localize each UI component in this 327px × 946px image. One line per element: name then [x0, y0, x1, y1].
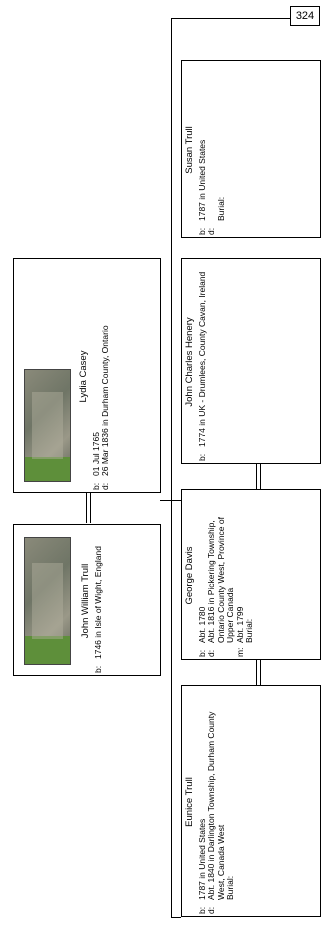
person-box-john-william-trull: John William Trull b:1746 in Isle of Wig… — [13, 524, 161, 676]
person-name: John Charles Henery — [185, 263, 196, 461]
page-reference-number: 324 — [296, 10, 314, 22]
person-name: John William Trull — [81, 529, 92, 673]
spouse-connector-line — [260, 660, 261, 685]
couple-connector-line — [90, 493, 91, 523]
event-label: b: — [198, 447, 208, 461]
spouse-connector-line — [256, 464, 257, 489]
person-box-susan-trull: Susan Trull b:1787 in United States d: B… — [181, 60, 321, 238]
person-box-john-charles-henery: John Charles Henery b:1774 in UK - Druml… — [181, 258, 321, 464]
gravestone-photo — [24, 369, 71, 482]
event-value: Burial: — [217, 65, 227, 221]
event-label: d: — [207, 900, 226, 914]
event-label: d: — [207, 221, 217, 235]
couple-connector-line — [86, 493, 87, 523]
event-label: b: — [94, 659, 104, 673]
event-value: 1787 in United States — [198, 65, 208, 221]
gravestone-photo — [24, 537, 71, 665]
event-value: Burial: — [226, 690, 236, 900]
event-value: 26 Mar 1836 in Durham County, Ontario — [101, 263, 111, 476]
person-box-george-davis: George Davis b:Abt. 1780 d:Abt. 1816 in … — [181, 489, 321, 660]
event-label — [226, 900, 236, 914]
event-value: 1774 in UK - Drumlees, County Cavan, Ire… — [198, 263, 208, 447]
person-name: George Davis — [185, 494, 196, 657]
page-reference-box: 324 — [290, 6, 320, 26]
child-branch-line — [171, 917, 181, 918]
event-label — [245, 643, 255, 657]
event-value: Abt. 1816 in Pickering Township, Ontario… — [207, 494, 236, 643]
event-label — [217, 221, 227, 235]
person-name: Susan Trull — [185, 65, 196, 235]
event-value: Burial: — [245, 494, 255, 643]
event-label: d: — [101, 476, 111, 490]
person-name: Eunice Trull — [185, 690, 196, 914]
spouse-connector-line — [256, 660, 257, 685]
event-value: Abt. 1840 in Darlington Township, Durham… — [207, 690, 226, 900]
event-value: 1746 in Isle of Wight, England — [94, 529, 104, 659]
spouse-connector-line — [260, 464, 261, 489]
event-label: m: — [236, 643, 246, 657]
event-label: d: — [207, 643, 236, 657]
child-bar-line — [171, 18, 172, 918]
child-branch-line — [171, 18, 290, 19]
person-name: Lydia Casey — [79, 263, 90, 490]
person-box-lydia-casey: Lydia Casey b:01 Jul 1765 d:26 Mar 1836 … — [13, 258, 161, 493]
person-box-eunice-trull: Eunice Trull b:1787 in United States d:A… — [181, 685, 321, 917]
